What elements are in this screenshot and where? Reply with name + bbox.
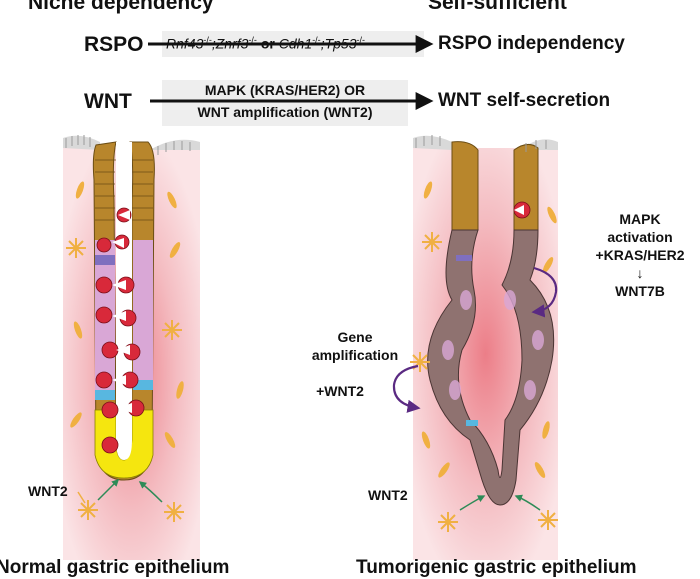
result-rspo-independency: RSPO independency	[438, 33, 625, 54]
result-wnt-self-secretion: WNT self-secretion	[438, 90, 611, 111]
tumor-gland-illustration	[392, 135, 558, 560]
gene-amplification-label: Gene amplification	[311, 329, 399, 363]
row-label-rspo: RSPO	[84, 33, 144, 56]
caption-normal: Normal gastric epithelium	[0, 557, 230, 578]
header-self-sufficient: Self-sufficient	[428, 0, 567, 14]
mapk-label: MAPK activation +KRAS/HER2 ↓ WNT7B	[595, 211, 685, 299]
left-wnt2-label: WNT2	[28, 483, 68, 499]
caption-tumorigenic: Tumorigenic gastric epithelium	[356, 557, 637, 578]
right-wnt2-label: WNT2	[368, 487, 408, 503]
row-label-wnt: WNT	[84, 90, 132, 113]
wnt-arrow	[150, 80, 434, 126]
rspo-arrow	[148, 31, 434, 57]
normal-gland-illustration	[63, 135, 200, 560]
wnt-mutation-line1: MAPK (KRAS/HER2) OR	[204, 82, 366, 98]
rspo-mutation-text: Rnf43-/-;Znrf3-/- or Cdh1-/-;Tp53-/-	[166, 35, 365, 52]
gene-target-label: +WNT2	[316, 383, 364, 399]
wnt-mutation-line2: WNT amplification (WNT2)	[197, 104, 373, 120]
header-niche-dependency: Niche dependency	[28, 0, 214, 14]
wnt2-pointer-left	[77, 491, 86, 504]
